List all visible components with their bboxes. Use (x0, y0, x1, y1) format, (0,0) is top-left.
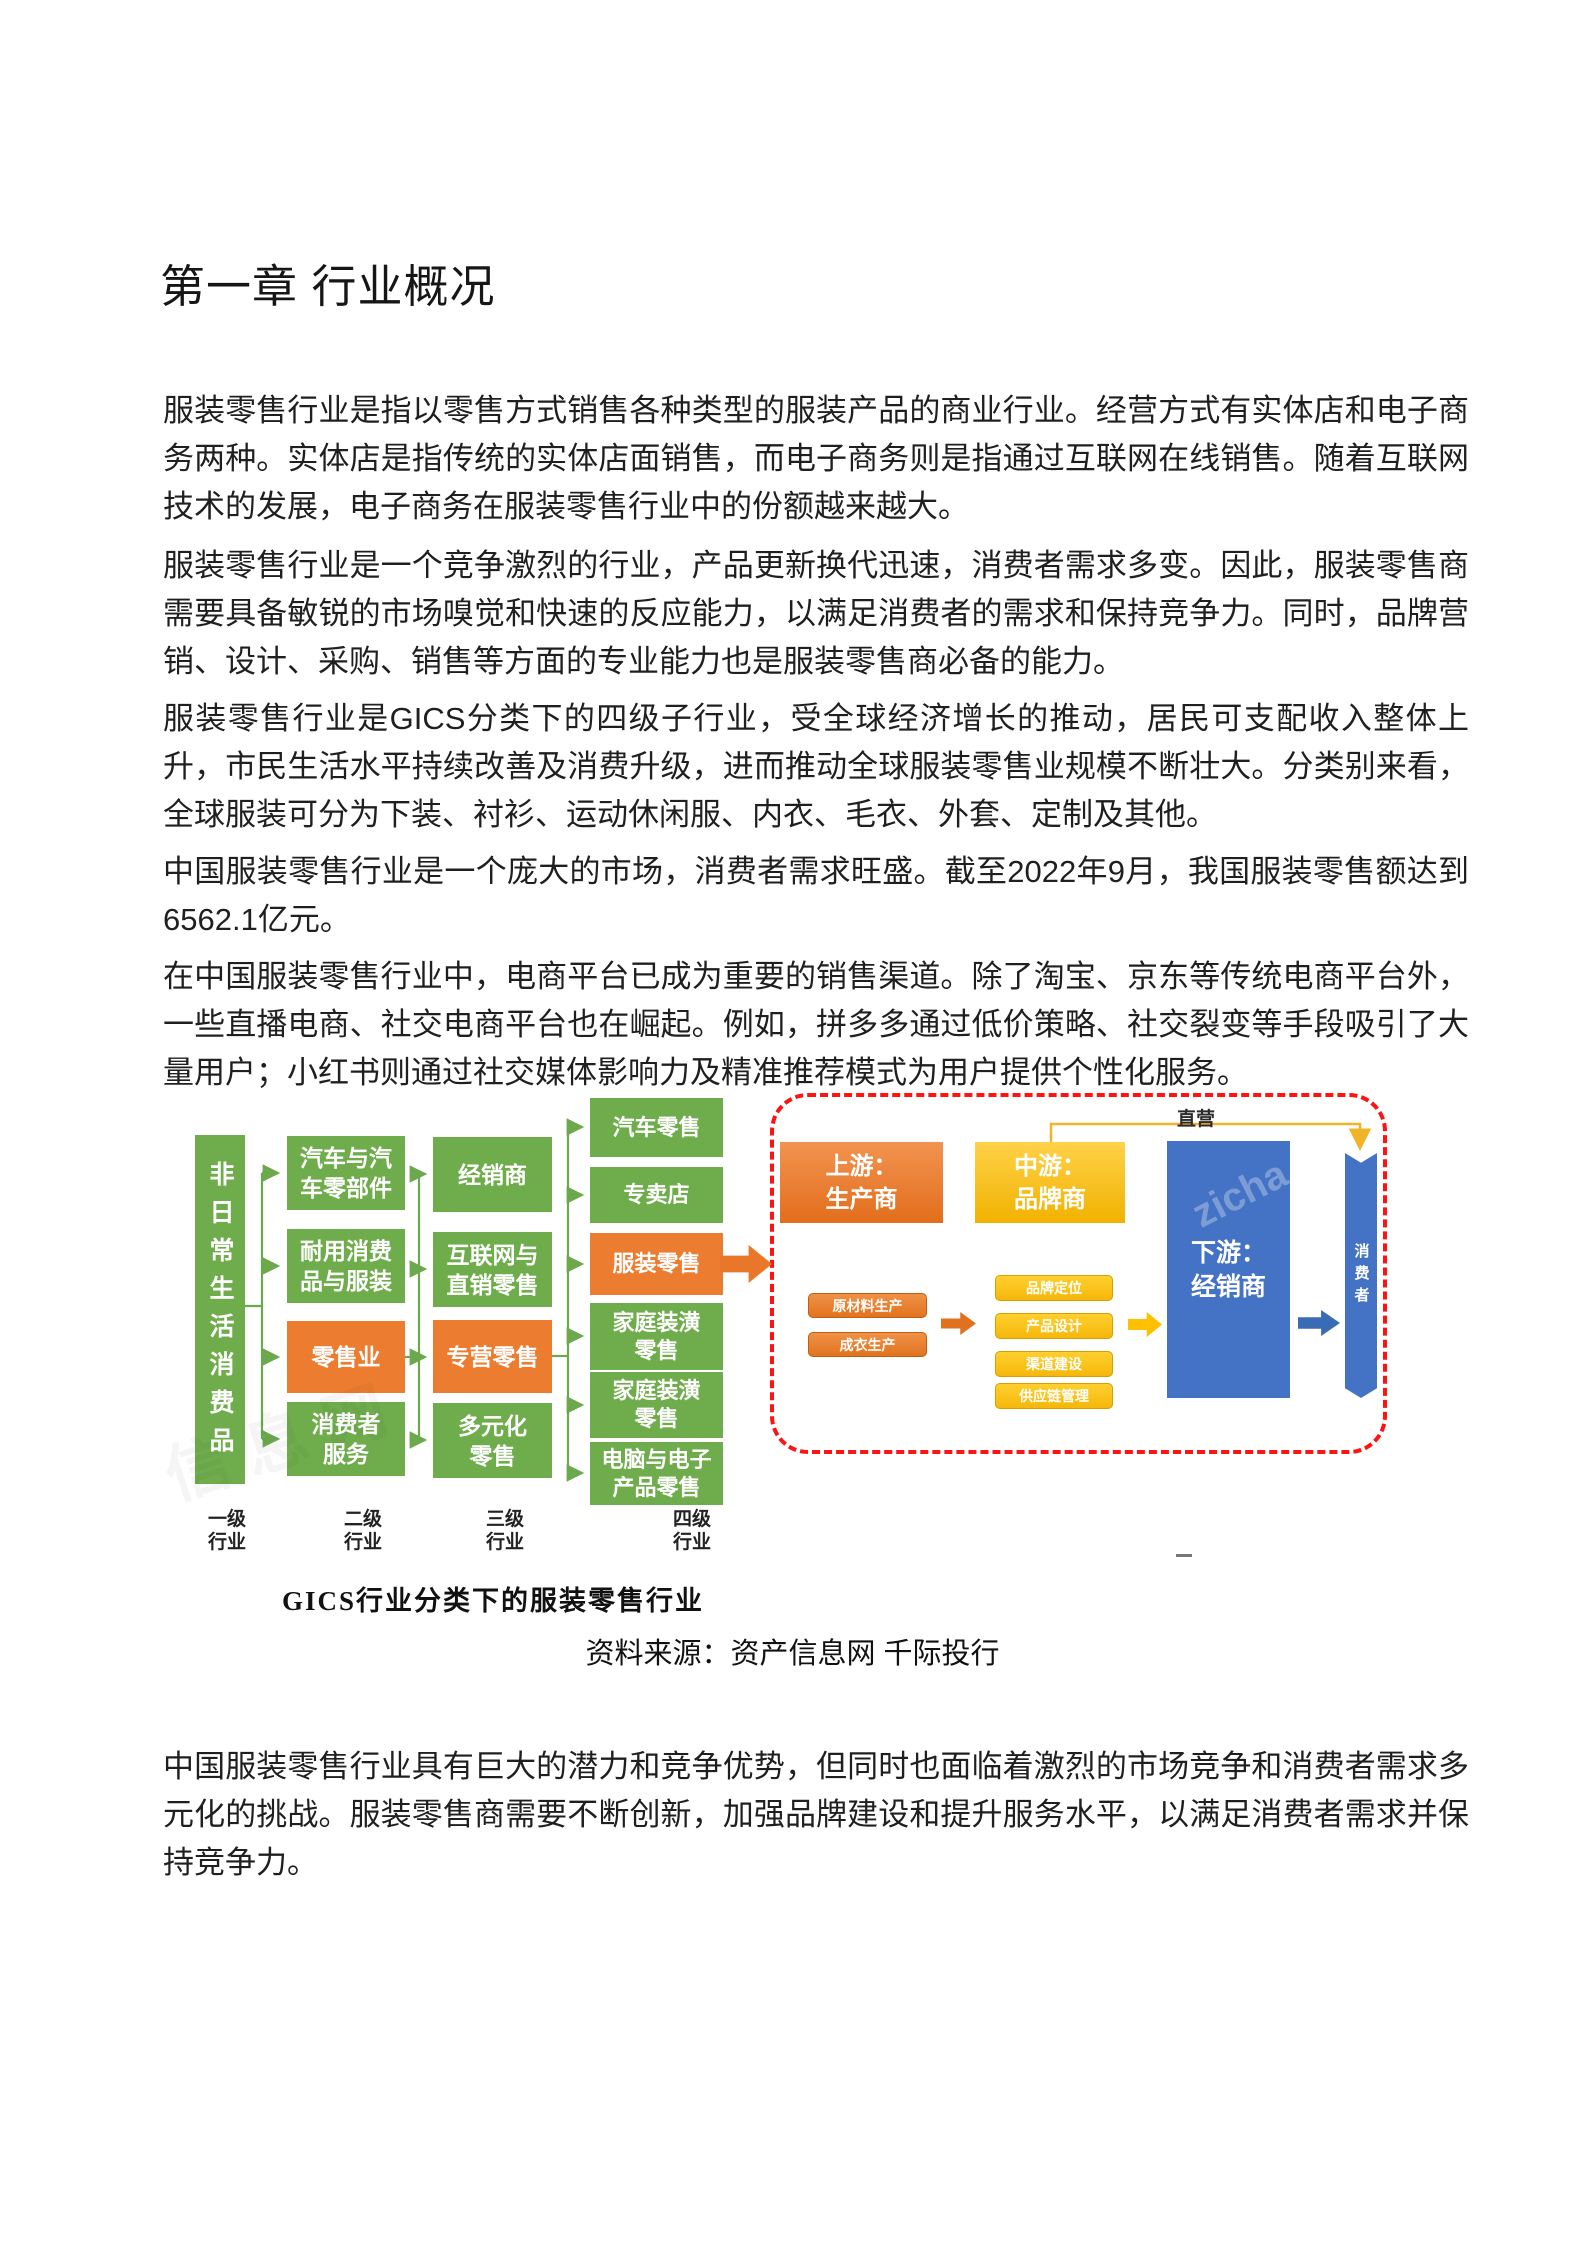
paragraph-conclusion: 中国服装零售行业具有巨大的潜力和竞争优势，但同时也面临着激烈的市场竞争和消费者需… (163, 1749, 1469, 1880)
tree-box-apparel-retail: 服装零售 (590, 1233, 723, 1295)
source-attribution: 资料来源：资产信息网 千际投行 (585, 1638, 1000, 1670)
tree-box-autos-components: 汽车与汽 车零部件 (287, 1136, 405, 1210)
midstream-item-supply-chain: 供应链管理 (995, 1383, 1113, 1409)
tree-box-consumer-services: 消费者 服务 (287, 1402, 405, 1476)
upstream-item-garment-production: 成衣生产 (808, 1332, 927, 1357)
upstream-producers-box: 上游： 生产商 (780, 1142, 943, 1223)
upstream-item-raw-materials: 原材料生产 (808, 1293, 927, 1318)
paragraph-competition: 服装零售行业是一个竞争激烈的行业，产品更新换代迅速，消费者需求多变。因此，服装零… (163, 548, 1469, 679)
tree-box-consumer-discretionary: 非日常生活消费品 (195, 1135, 245, 1484)
tree-box-specialty-stores: 专卖店 (590, 1167, 723, 1223)
tree-box-retailing: 零售业 (287, 1321, 405, 1393)
tree-box-automotive-retail: 汽车零售 (590, 1098, 723, 1157)
midstream-item-channel-building: 渠道建设 (995, 1351, 1113, 1377)
paragraph-china-market-size: 中国服装零售行业是一个庞大的市场，消费者需求旺盛。截至2022年9月，我国服装零… (163, 854, 1469, 937)
level4-label: 四级 行业 (672, 1509, 711, 1553)
tree-box-computer-electronics-retail: 电脑与电子 产品零售 (590, 1442, 723, 1505)
tree-box-specialty-retail: 专营零售 (433, 1320, 552, 1393)
diagram-caption: GICS行业分类下的服装零售行业 (282, 1586, 705, 1616)
value-chain-dashed-border (770, 1093, 1387, 1454)
downstream-distributors-box: 下游： 经销商 (1167, 1141, 1290, 1398)
midstream-item-product-design: 产品设计 (995, 1313, 1113, 1339)
tree-box-durables-apparel: 耐用消费 品与服装 (287, 1229, 405, 1303)
paragraph-ecommerce-platforms: 在中国服装零售行业中，电商平台已成为重要的销售渠道。除了淘宝、京东等传统电商平台… (163, 959, 1469, 1090)
tree-box-distributors: 经销商 (433, 1137, 552, 1212)
dash-mark (1176, 1554, 1192, 1557)
paragraph-industry-definition: 服装零售行业是指以零售方式销售各种类型的服装产品的商业行业。经营方式有实体店和电… (163, 393, 1469, 524)
paragraph-gics-classification: 服装零售行业是GICS分类下的四级子行业，受全球经济增长的推动，居民可支配收入整… (163, 701, 1469, 832)
level3-label: 三级 行业 (485, 1509, 524, 1553)
tree-box-home-improvement-retail-2: 家庭装潢 零售 (590, 1372, 723, 1438)
consumer-banner: 消费者 (1345, 1153, 1377, 1398)
midstream-item-brand-positioning: 品牌定位 (995, 1275, 1113, 1301)
midstream-brands-box: 中游： 品牌商 (975, 1142, 1125, 1223)
direct-sales-label: 直营 (1177, 1109, 1216, 1130)
tree-connector-lines (240, 1118, 1372, 1482)
tree-box-internet-direct-retail: 互联网与 直销零售 (433, 1232, 552, 1307)
page-title: 第一章 行业概况 (160, 261, 496, 312)
tree-box-home-improvement-retail-1: 家庭装潢 零售 (590, 1303, 723, 1370)
level2-label: 二级 行业 (343, 1509, 382, 1553)
industry-diagram: 非日常生活消费品 汽车与汽 车零部件 耐用消费 品与服装 零售业 消费者 服务 … (0, 1080, 1585, 1700)
level1-label: 一级 行业 (207, 1509, 246, 1553)
tree-box-multiline-retail: 多元化 零售 (433, 1403, 552, 1478)
